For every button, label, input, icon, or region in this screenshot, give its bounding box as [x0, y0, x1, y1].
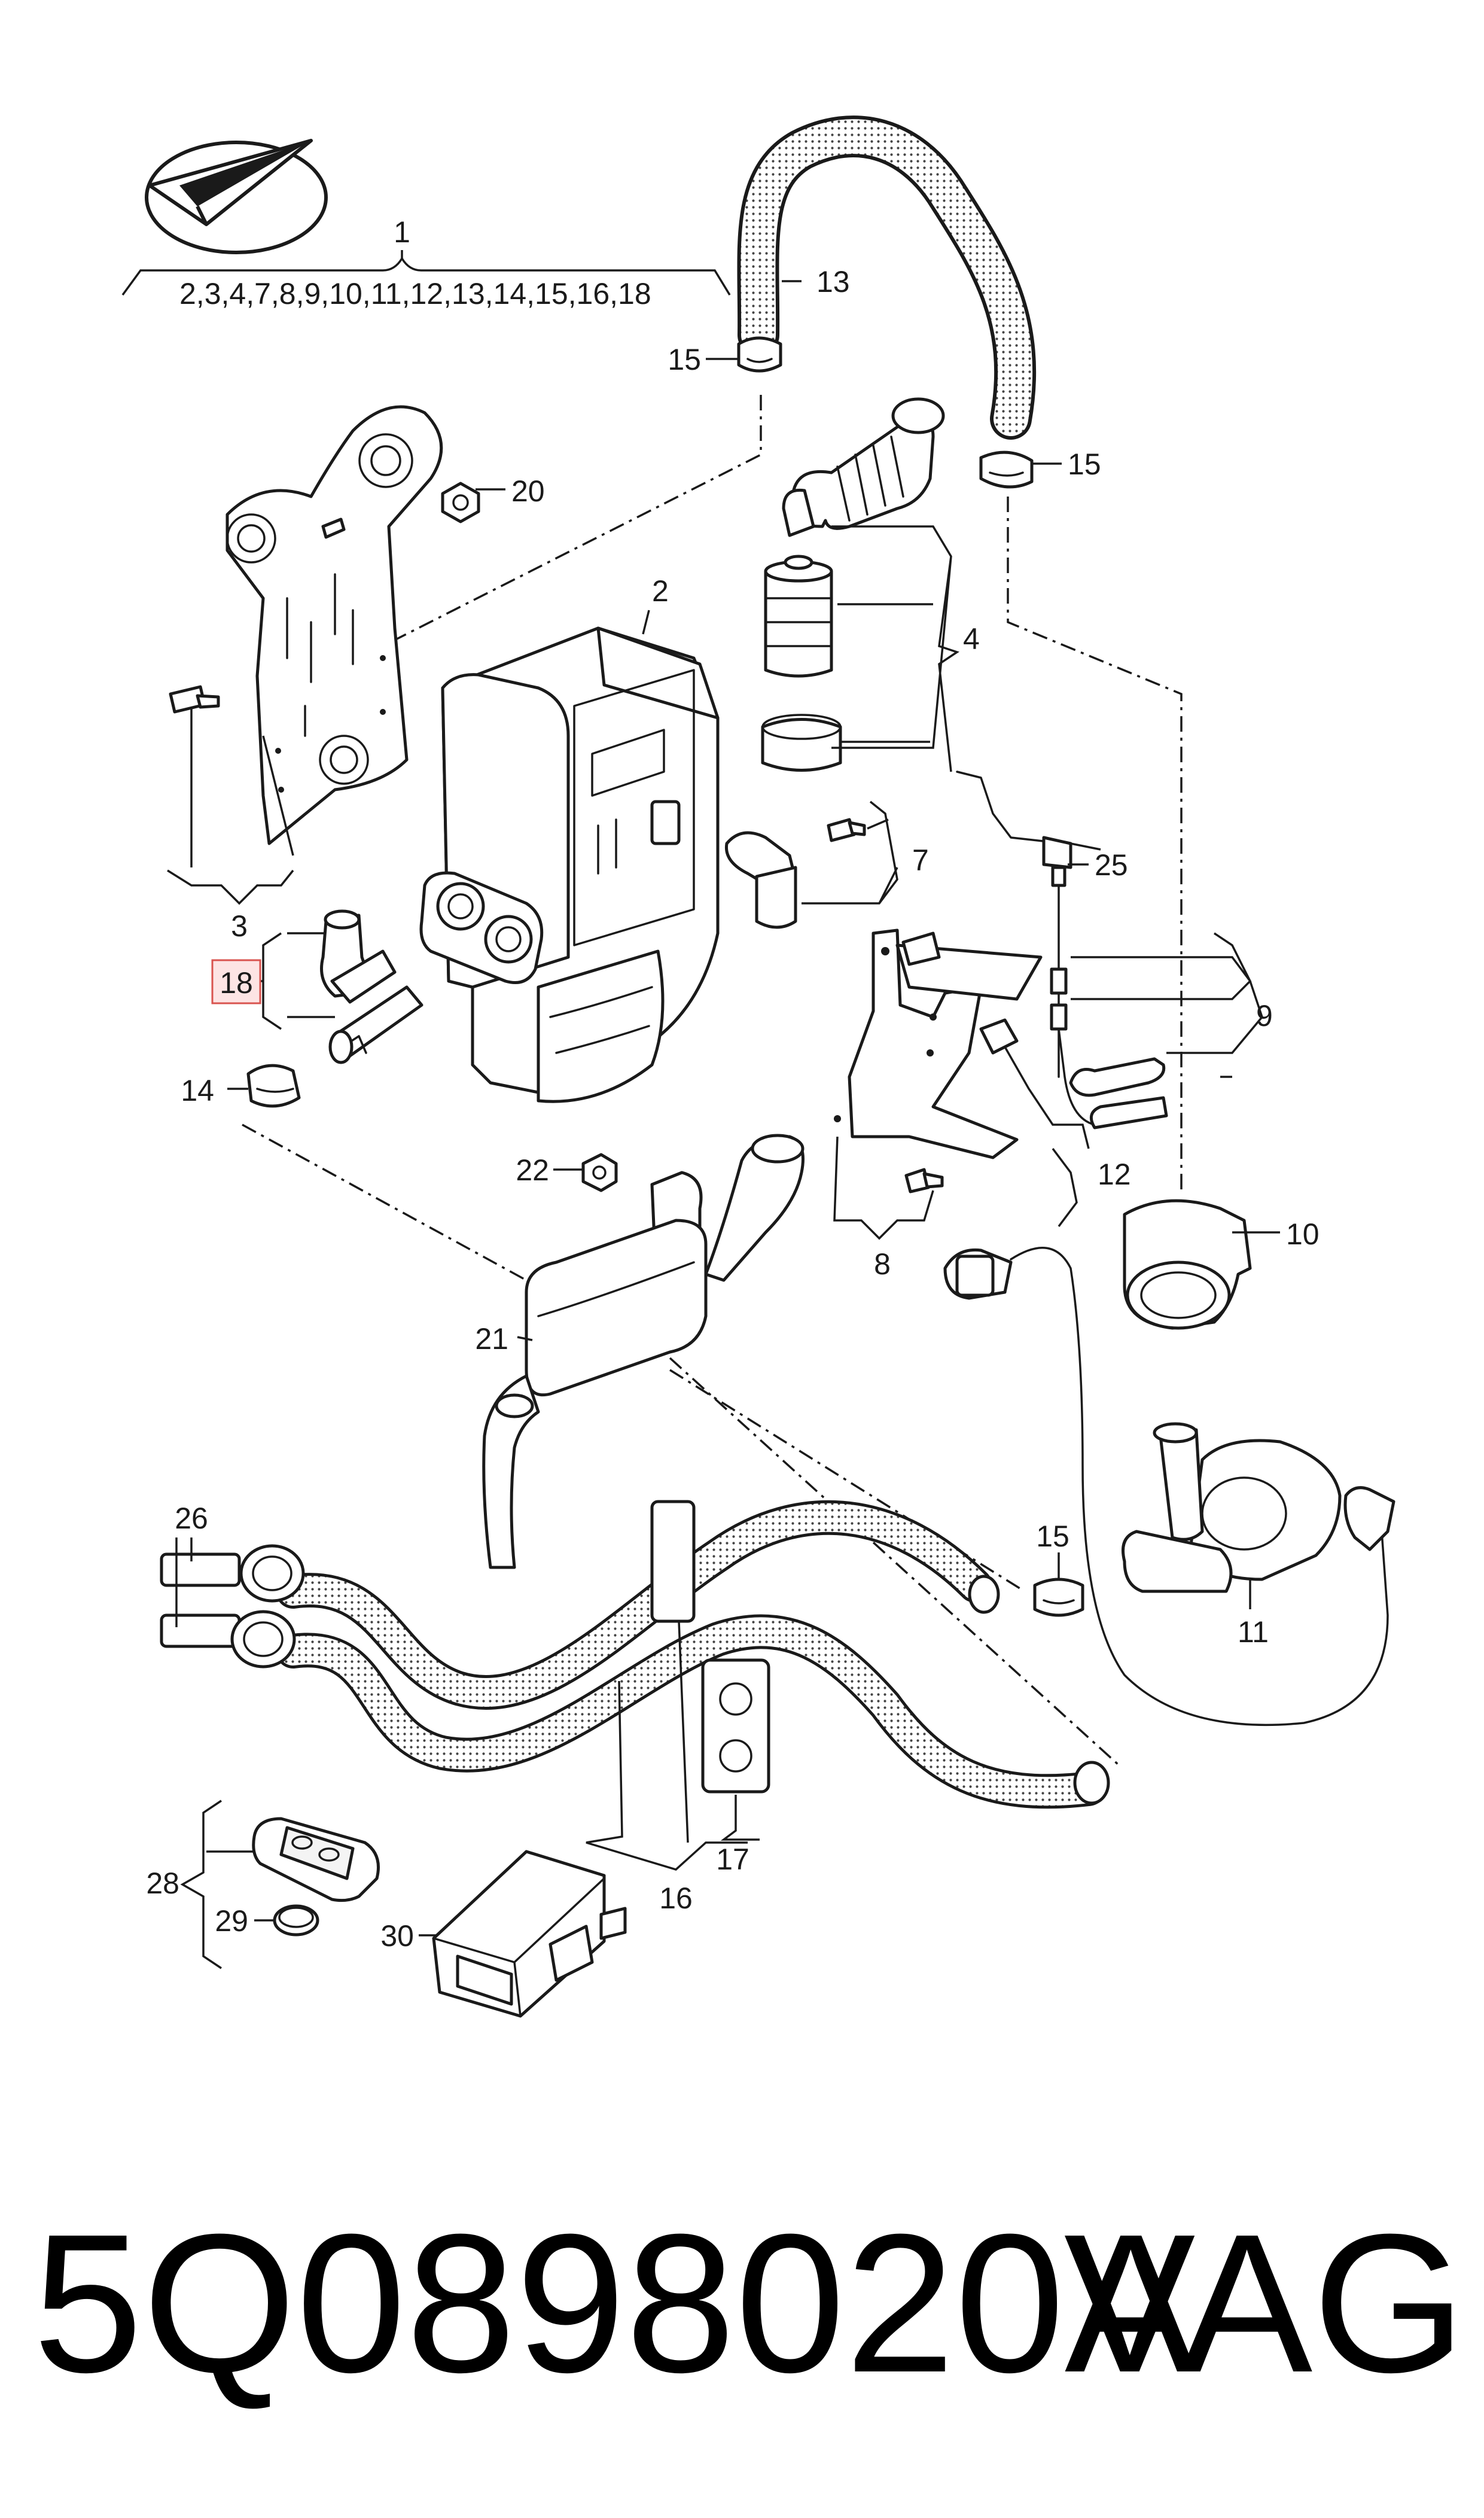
callout-18-highlight: 18	[211, 959, 261, 1004]
mounting-bracket-8	[834, 928, 1043, 1193]
nut-22	[581, 1153, 618, 1192]
pump-holder-10	[1123, 1199, 1252, 1330]
callout-18: 18	[220, 966, 253, 1000]
callout-21: 21	[475, 1322, 508, 1356]
callout-9: 9	[1256, 999, 1273, 1033]
auxiliary-heater	[419, 626, 720, 1103]
callout-7: 7	[912, 844, 929, 877]
callout-20: 20	[511, 474, 545, 508]
vw-arrow-logo	[145, 139, 328, 254]
leader-lines	[167, 280, 1280, 1969]
callout-22: 22	[516, 1153, 549, 1187]
battery-29	[273, 1904, 319, 1937]
hose-connectors-18	[320, 909, 423, 1064]
group-number: 1	[394, 215, 410, 249]
air-filter-assembly	[761, 397, 945, 772]
callout-15-top-left: 15	[668, 343, 701, 376]
group-members: 2,3,4,7,8,9,10,11,12,13,14,15,16,18	[179, 277, 651, 310]
callout-15-top-right: 15	[1068, 447, 1101, 481]
nut-20	[441, 482, 480, 523]
cable-12	[943, 1246, 1395, 1727]
callout-12: 12	[1098, 1158, 1131, 1191]
callout-15-lower: 15	[1036, 1520, 1069, 1553]
callout-2: 2	[652, 574, 669, 608]
parts-diagram: 1 2,3,4,7,8,9,10,11,12,13,14,15,16,18	[121, 115, 1395, 2018]
callout-8: 8	[874, 1247, 891, 1281]
mounting-plate	[226, 405, 443, 845]
callout-4: 4	[963, 622, 980, 656]
callout-labels: 2 3 4 7 8 9 10 11 12 13 14 15 15 15 16 1…	[146, 265, 1319, 1953]
callout-28: 28	[146, 1867, 179, 1900]
exhaust-elbow-7	[724, 818, 866, 929]
callout-3: 3	[231, 909, 248, 943]
hose-clamp-14	[246, 1064, 301, 1108]
coolant-pump-11	[1122, 1422, 1342, 1593]
part-number: 5Q0898020A	[33, 2193, 1197, 2413]
hose-clamp-15-lower	[1033, 1578, 1084, 1617]
callout-14: 14	[181, 1074, 214, 1107]
callout-29: 29	[215, 1904, 248, 1938]
callout-13: 13	[816, 265, 850, 299]
callout-11: 11	[1238, 1615, 1269, 1649]
group-bracket: 1 2,3,4,7,8,9,10,11,12,13,14,15,16,18	[121, 215, 731, 310]
brand-label: VAG	[1064, 2193, 1466, 2413]
callout-17: 17	[716, 1843, 749, 1876]
control-unit-30	[432, 1850, 627, 2018]
top-hose	[737, 115, 1037, 440]
screw-plate	[169, 685, 220, 714]
exhaust-muffler-21	[482, 1134, 805, 1569]
callout-25: 25	[1095, 848, 1128, 882]
hose-clamp-15	[737, 336, 1034, 489]
callout-30: 30	[380, 1919, 414, 1953]
callout-10: 10	[1286, 1217, 1320, 1251]
coolant-hose-assembly	[276, 1500, 1106, 1809]
hose-bracket	[650, 1500, 770, 1794]
footer: 5Q0898020A VAG	[0, 2178, 1484, 2429]
callout-16: 16	[659, 1881, 693, 1915]
callout-26: 26	[175, 1502, 208, 1535]
wiring-harness-9	[901, 771, 1168, 1129]
remote-control-28	[252, 1817, 380, 1902]
hose-couplers	[160, 1544, 1110, 1805]
